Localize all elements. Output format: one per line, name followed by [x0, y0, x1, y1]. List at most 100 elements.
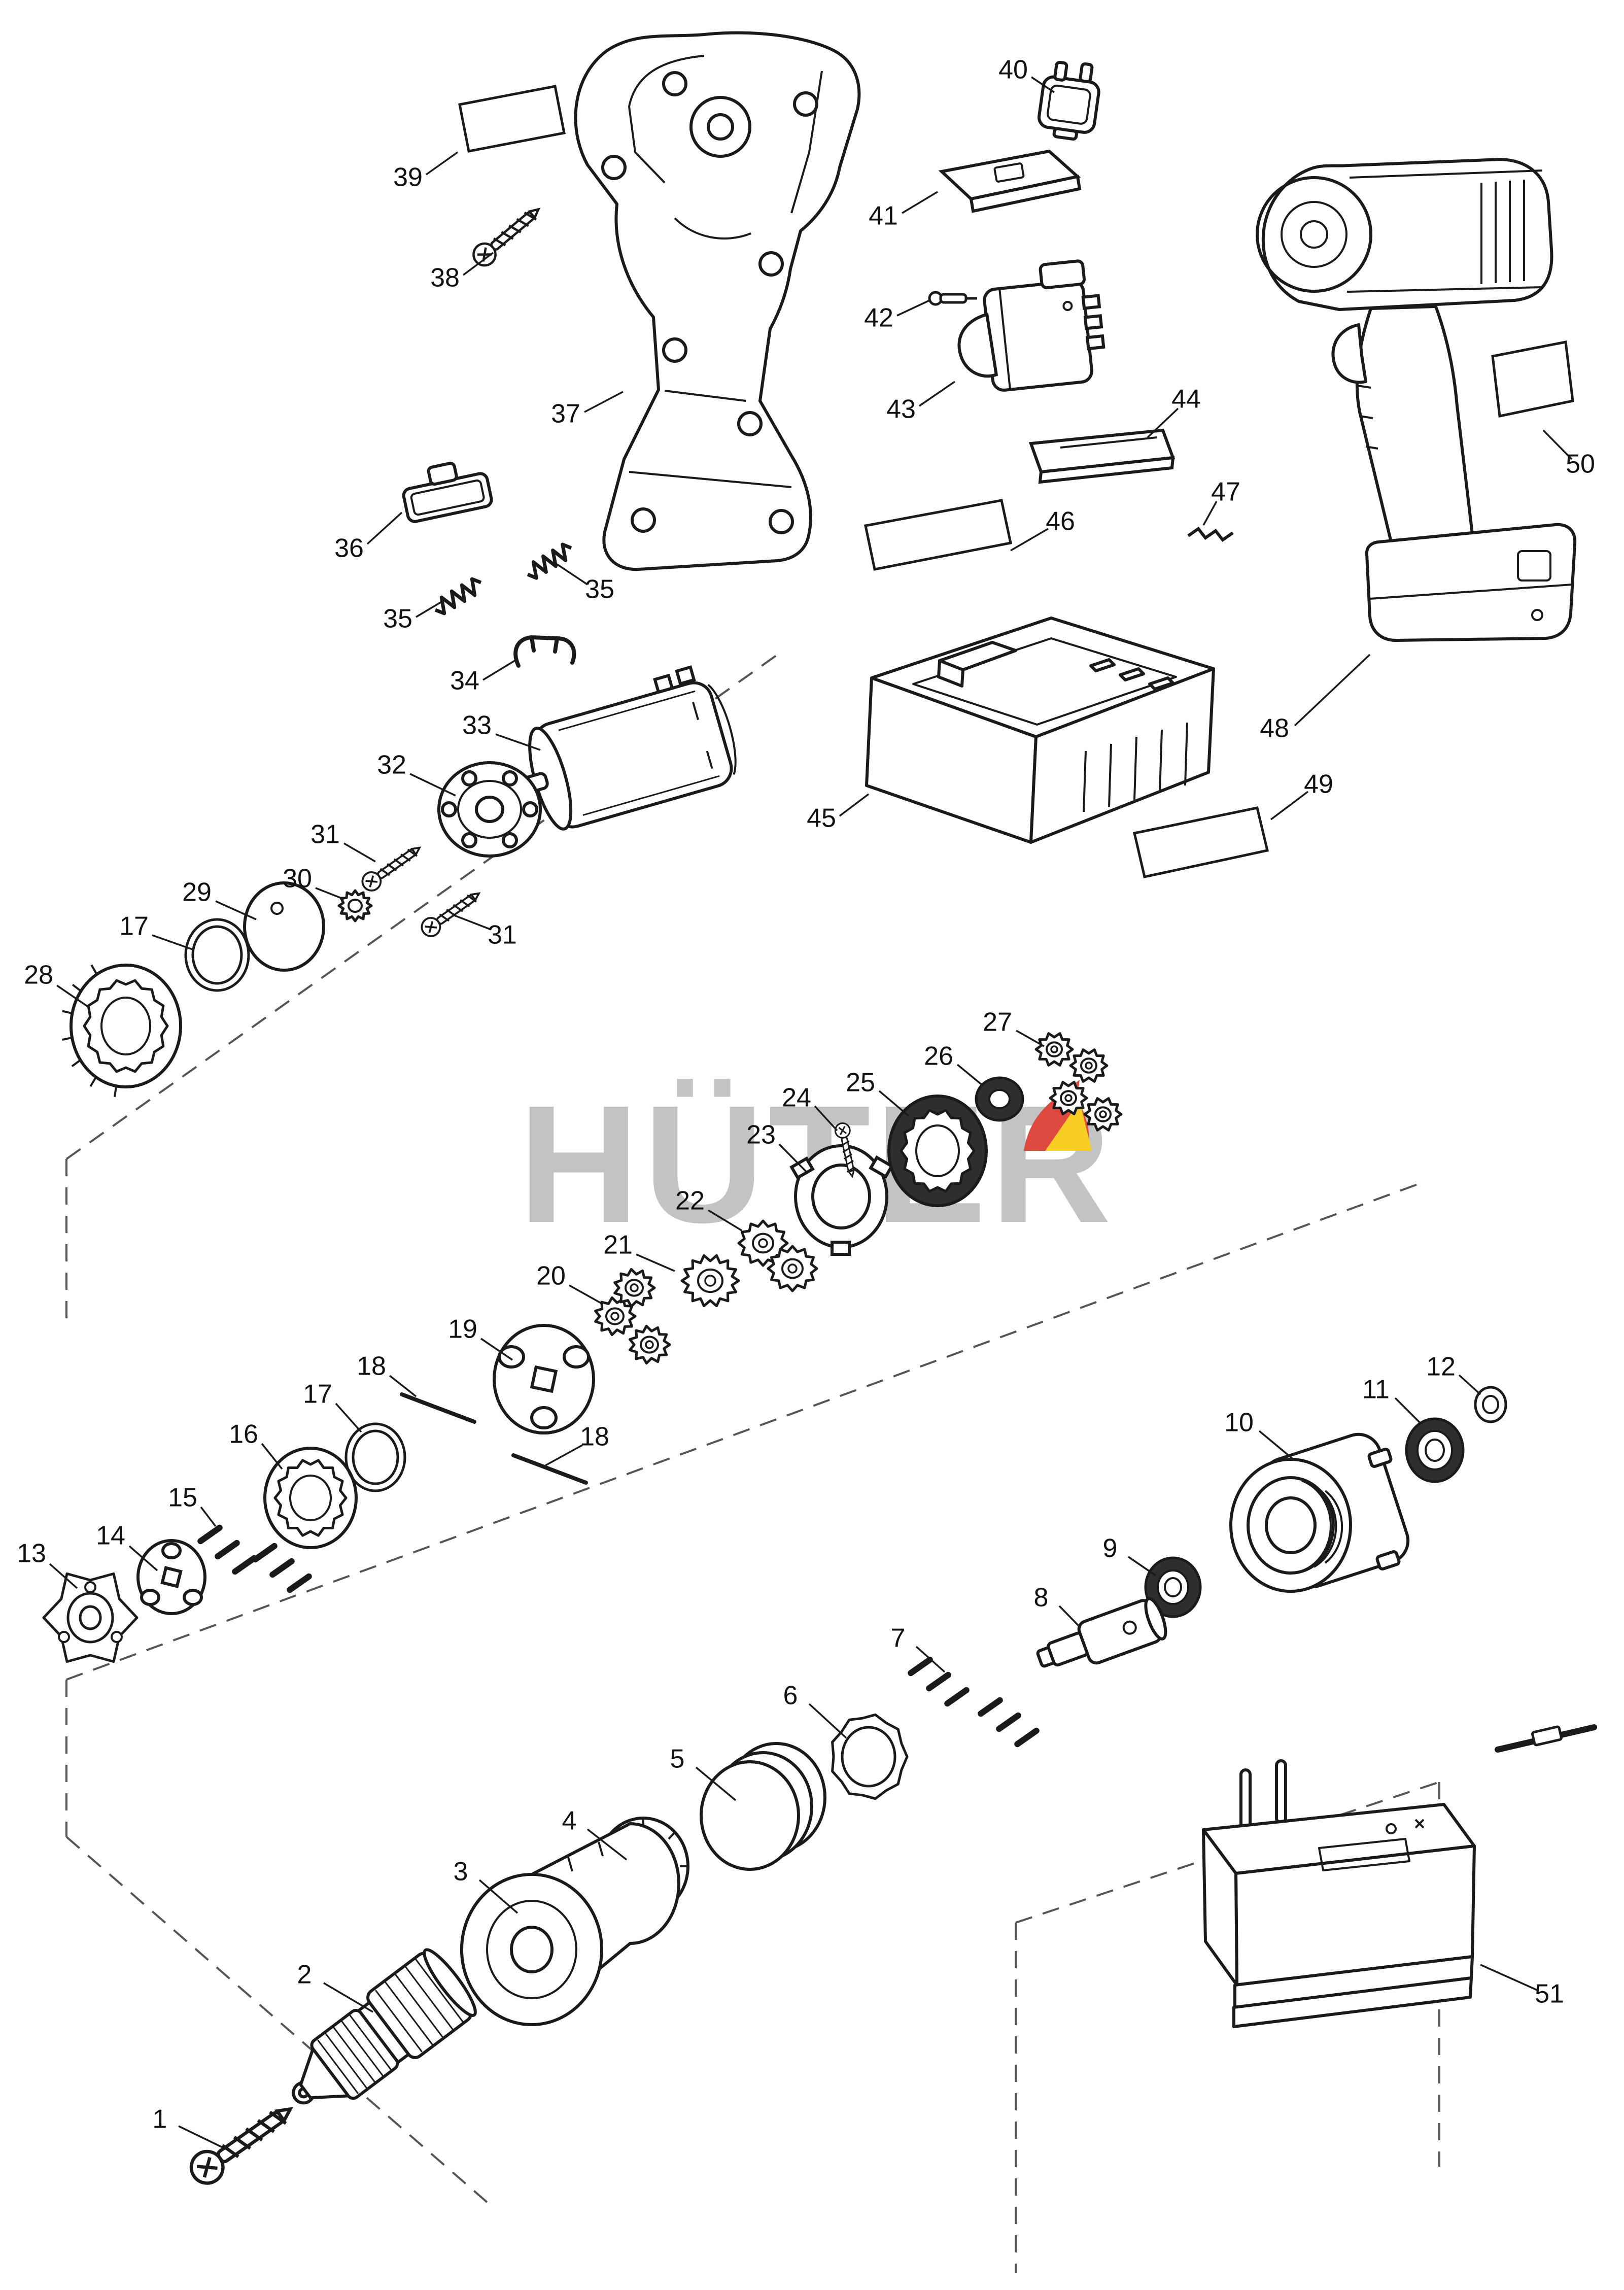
leader-line [919, 381, 955, 407]
assembled-drill [1256, 158, 1577, 642]
part-label-17: 17 [303, 1380, 332, 1409]
sticker-46 [864, 499, 1012, 571]
pin [215, 1540, 240, 1560]
gear-bore [1085, 1062, 1093, 1070]
cover-plate [1028, 428, 1176, 484]
part-label-32: 32 [377, 750, 406, 780]
leader-line [315, 887, 344, 900]
leader-line [1458, 1374, 1481, 1395]
leader-line [557, 563, 588, 586]
pin [232, 1555, 257, 1575]
leader-line [814, 1105, 838, 1132]
part-label-21: 21 [603, 1231, 633, 1260]
part-label-31: 31 [310, 820, 340, 849]
sticker-49 [1132, 806, 1269, 878]
carrier-hole [84, 1581, 96, 1593]
screw [361, 846, 422, 892]
part-label-35: 35 [383, 604, 412, 634]
part-label-33: 33 [462, 711, 492, 740]
leader-line [1394, 1397, 1422, 1424]
clutch-washer [975, 1076, 1024, 1122]
chuck [292, 1948, 477, 2105]
contact-pin [928, 291, 977, 306]
part-label-30: 30 [283, 864, 312, 894]
o-ring [191, 925, 243, 985]
leader-line [1031, 76, 1055, 93]
gear-bore [630, 1283, 639, 1292]
part-label-24: 24 [782, 1083, 811, 1113]
leader-line [1202, 501, 1218, 526]
leader-line [178, 2125, 226, 2150]
leader-line [261, 1443, 283, 1470]
spring-clip [1187, 526, 1234, 542]
part-label-45: 45 [807, 804, 836, 833]
part-label-15: 15 [168, 1483, 197, 1513]
gear-bore [1099, 1110, 1107, 1118]
leader-line [1270, 791, 1309, 821]
leader-line [708, 1209, 742, 1232]
leader-line [1058, 1605, 1082, 1629]
clamp-collar [700, 1742, 826, 1871]
leader-line [839, 793, 870, 817]
leader-line [586, 1828, 628, 1861]
bit-holder [1038, 60, 1100, 141]
leader-line [1480, 1964, 1538, 1991]
ball-bearing-front [1144, 1556, 1202, 1618]
part-label-40: 40 [998, 55, 1028, 85]
leader-line [1010, 528, 1049, 552]
o-ring [352, 1429, 399, 1485]
o-ring [184, 918, 250, 992]
part-label-22: 22 [675, 1186, 705, 1216]
leader-line [462, 252, 494, 276]
gear-bore [1064, 1094, 1073, 1102]
leader-line [569, 1284, 603, 1305]
rib-tick [89, 1076, 97, 1087]
leader-line [482, 659, 517, 681]
leader-line [1294, 654, 1371, 727]
part-label-35: 35 [585, 575, 614, 604]
part-label-28: 28 [24, 961, 53, 990]
part-label-16: 16 [229, 1420, 258, 1449]
part-label-11: 11 [1362, 1375, 1390, 1405]
part-label-43: 43 [886, 395, 916, 424]
sticker-39 [458, 85, 566, 153]
part-label-23: 23 [746, 1120, 776, 1150]
part-label-48: 48 [1260, 714, 1289, 743]
leader-line [878, 1090, 910, 1117]
leader-line [1147, 407, 1179, 438]
rib-tick [62, 1010, 73, 1015]
screw [189, 2107, 294, 2185]
part-label-41: 41 [869, 201, 898, 231]
gear-bore [1050, 1045, 1058, 1053]
coil-spring [527, 542, 572, 580]
part-label-50: 50 [1566, 450, 1595, 479]
terminal-plate [938, 149, 1082, 213]
gear-bore [758, 1238, 768, 1248]
leader-line [455, 915, 492, 931]
part-label-49: 49 [1304, 770, 1333, 799]
part-label-13: 13 [17, 1539, 46, 1568]
leader-line [366, 511, 403, 545]
leader-line [335, 1403, 362, 1433]
insulator-disc [243, 881, 325, 972]
leader-line [956, 1064, 984, 1087]
clutch-housing [460, 1822, 680, 2027]
gear-bore [787, 1263, 798, 1274]
leader-line [200, 1506, 217, 1527]
part-label-18: 18 [580, 1422, 609, 1452]
leader-line [902, 191, 938, 214]
pin [287, 1573, 312, 1593]
part-label-29: 29 [182, 878, 212, 907]
leader-line [778, 1143, 809, 1174]
leader-line [808, 1703, 847, 1739]
leader-line [409, 773, 456, 797]
part-label-7: 7 [891, 1624, 906, 1653]
part-label-26: 26 [924, 1042, 953, 1071]
part-label-51: 51 [1535, 1979, 1564, 2009]
screw [834, 1122, 855, 1178]
part-label-3: 3 [454, 1857, 468, 1887]
clutch-plate-ring [789, 1144, 894, 1256]
left-housing-shell [574, 31, 861, 571]
gear-bore [704, 1275, 716, 1287]
